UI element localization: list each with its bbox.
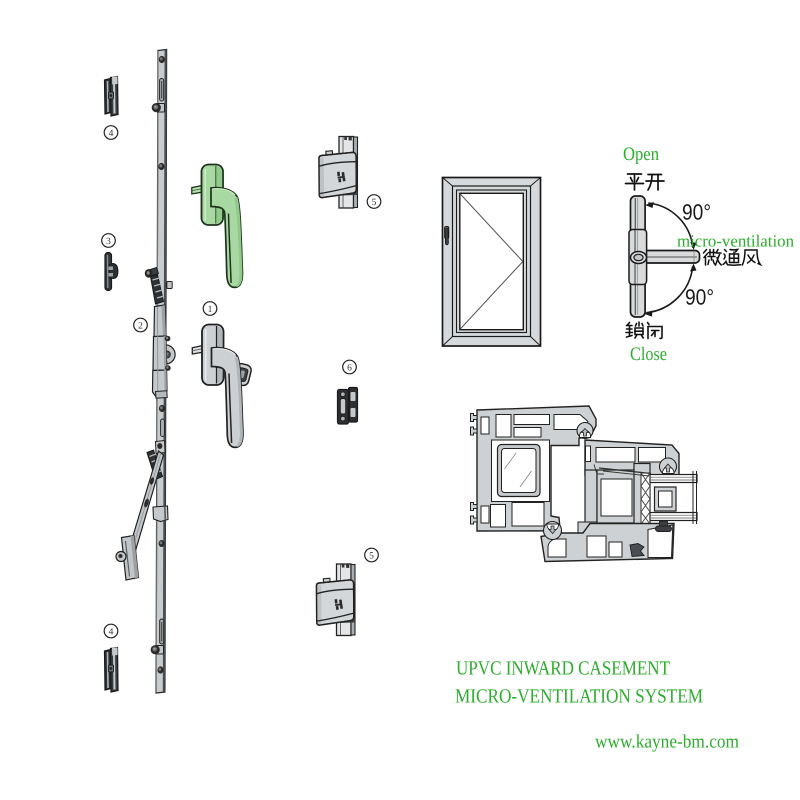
svg-text:Open: Open <box>623 144 659 165</box>
svg-text:5: 5 <box>372 198 377 208</box>
svg-text:90°: 90° <box>682 200 711 225</box>
svg-text:UPVC INWARD CASEMENT: UPVC INWARD CASEMENT <box>456 658 670 680</box>
svg-text:90°: 90° <box>685 285 714 310</box>
svg-text:4: 4 <box>109 627 114 637</box>
svg-text:1: 1 <box>208 305 213 315</box>
svg-text:2: 2 <box>138 321 143 331</box>
svg-text:Close: Close <box>630 344 667 365</box>
svg-text:www.kayne-bm.com: www.kayne-bm.com <box>595 732 739 753</box>
svg-text:5: 5 <box>369 551 374 561</box>
svg-text:micro-ventilation: micro-ventilation <box>677 232 794 251</box>
svg-text:3: 3 <box>106 237 111 247</box>
svg-text:MICRO-VENTILATION SYSTEM: MICRO-VENTILATION SYSTEM <box>455 686 703 708</box>
svg-text:4: 4 <box>109 129 114 139</box>
svg-text:6: 6 <box>347 363 352 373</box>
